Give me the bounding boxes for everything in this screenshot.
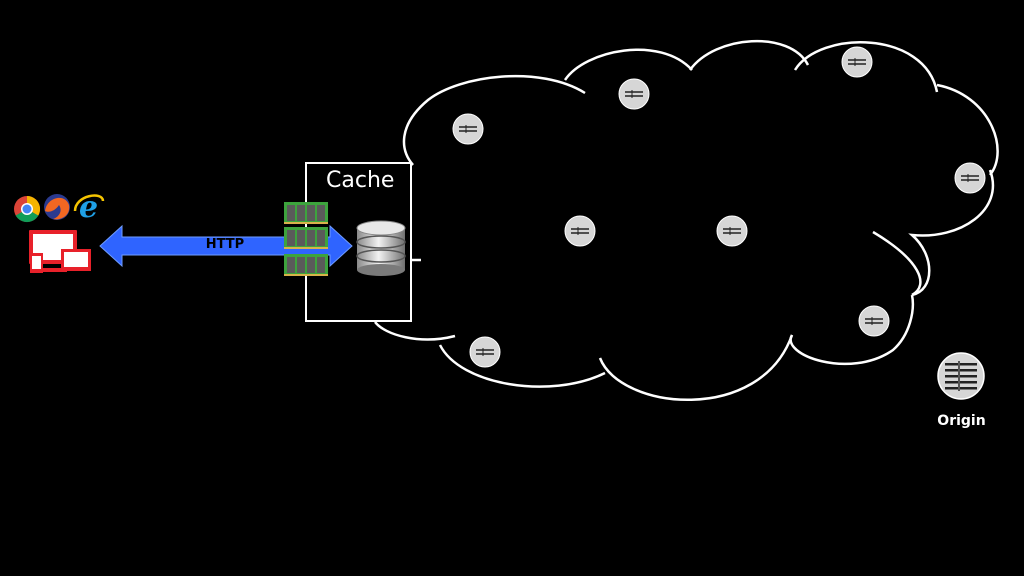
cdn-cloud bbox=[374, 39, 999, 401]
edge-node-6 bbox=[716, 215, 748, 247]
database-icon bbox=[356, 220, 406, 276]
edge-node-4 bbox=[954, 162, 986, 194]
edge-node-7 bbox=[858, 305, 890, 337]
chrome-icon bbox=[14, 195, 41, 223]
edge-node-1 bbox=[452, 113, 484, 145]
origin-server-icon bbox=[937, 352, 985, 400]
devices-icon bbox=[29, 230, 91, 273]
edge-node-5 bbox=[564, 215, 596, 247]
edge-node-2 bbox=[618, 78, 650, 110]
http-label: HTTP bbox=[205, 237, 245, 252]
ram-icon bbox=[284, 202, 328, 276]
firefox-icon bbox=[44, 194, 70, 220]
edge-node-3 bbox=[841, 46, 873, 78]
ie-icon: e bbox=[73, 190, 105, 225]
edge-node-8 bbox=[469, 336, 501, 368]
cache-label: Cache bbox=[326, 168, 395, 193]
origin-label: Origin bbox=[937, 413, 986, 429]
http-arrow bbox=[99, 224, 353, 268]
